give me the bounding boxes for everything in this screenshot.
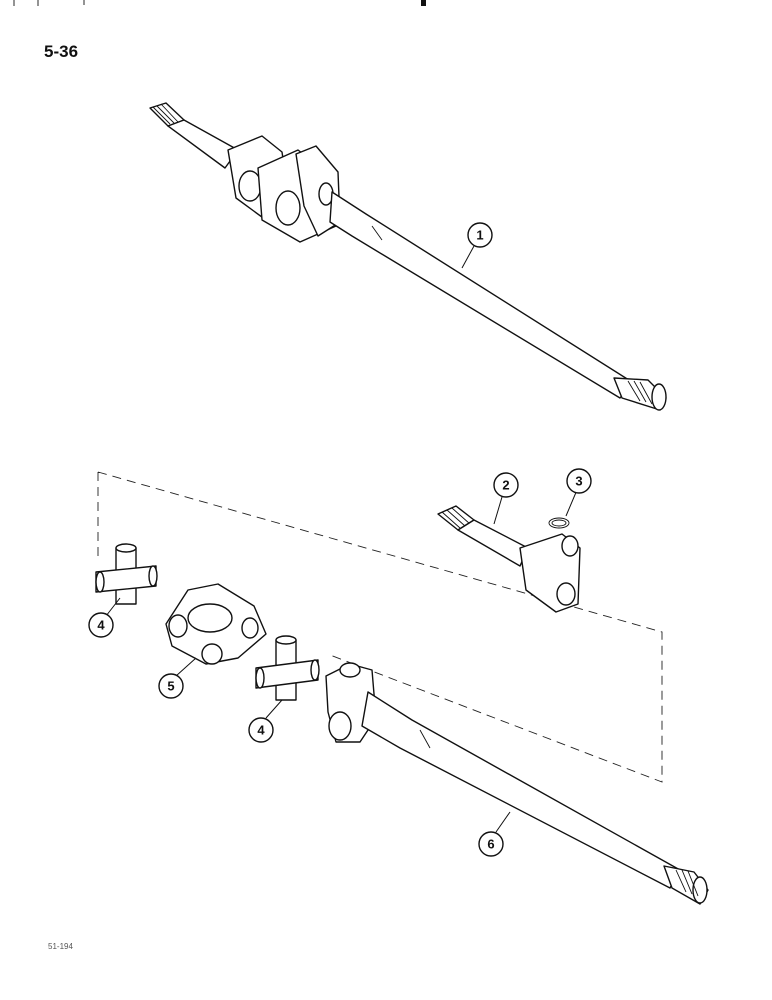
callout-5: 5	[158, 673, 184, 699]
callout-5-label: 5	[167, 679, 174, 694]
registration-marks	[13, 0, 426, 6]
exploded-view-boundary	[97, 471, 663, 783]
callout-6-label: 6	[487, 837, 494, 852]
callout-3: 3	[566, 468, 592, 494]
callout-2-label: 2	[502, 478, 509, 493]
callout-6: 6	[478, 831, 504, 857]
snap-ring	[548, 517, 570, 529]
universal-joint-cross-left	[95, 543, 158, 605]
callout-1: 1	[467, 222, 493, 248]
callout-4-right: 4	[248, 717, 274, 743]
callout-4-left: 4	[88, 612, 114, 638]
inner-axle-shaft	[437, 505, 581, 613]
outer-axle-shaft	[325, 662, 709, 905]
universal-joint-cross-right	[255, 635, 320, 701]
callout-4-left-label: 4	[97, 618, 105, 633]
callout-3-label: 3	[575, 474, 582, 489]
callout-4-right-label: 4	[257, 723, 265, 738]
callout-2: 2	[493, 472, 519, 498]
coupling-yoke	[165, 583, 267, 665]
page-number: 5-36	[44, 42, 79, 61]
callout-leaders	[105, 245, 578, 833]
callout-1-label: 1	[476, 228, 483, 243]
axle-shaft-assembly	[149, 102, 667, 411]
figure-code: 51-194	[48, 942, 73, 951]
